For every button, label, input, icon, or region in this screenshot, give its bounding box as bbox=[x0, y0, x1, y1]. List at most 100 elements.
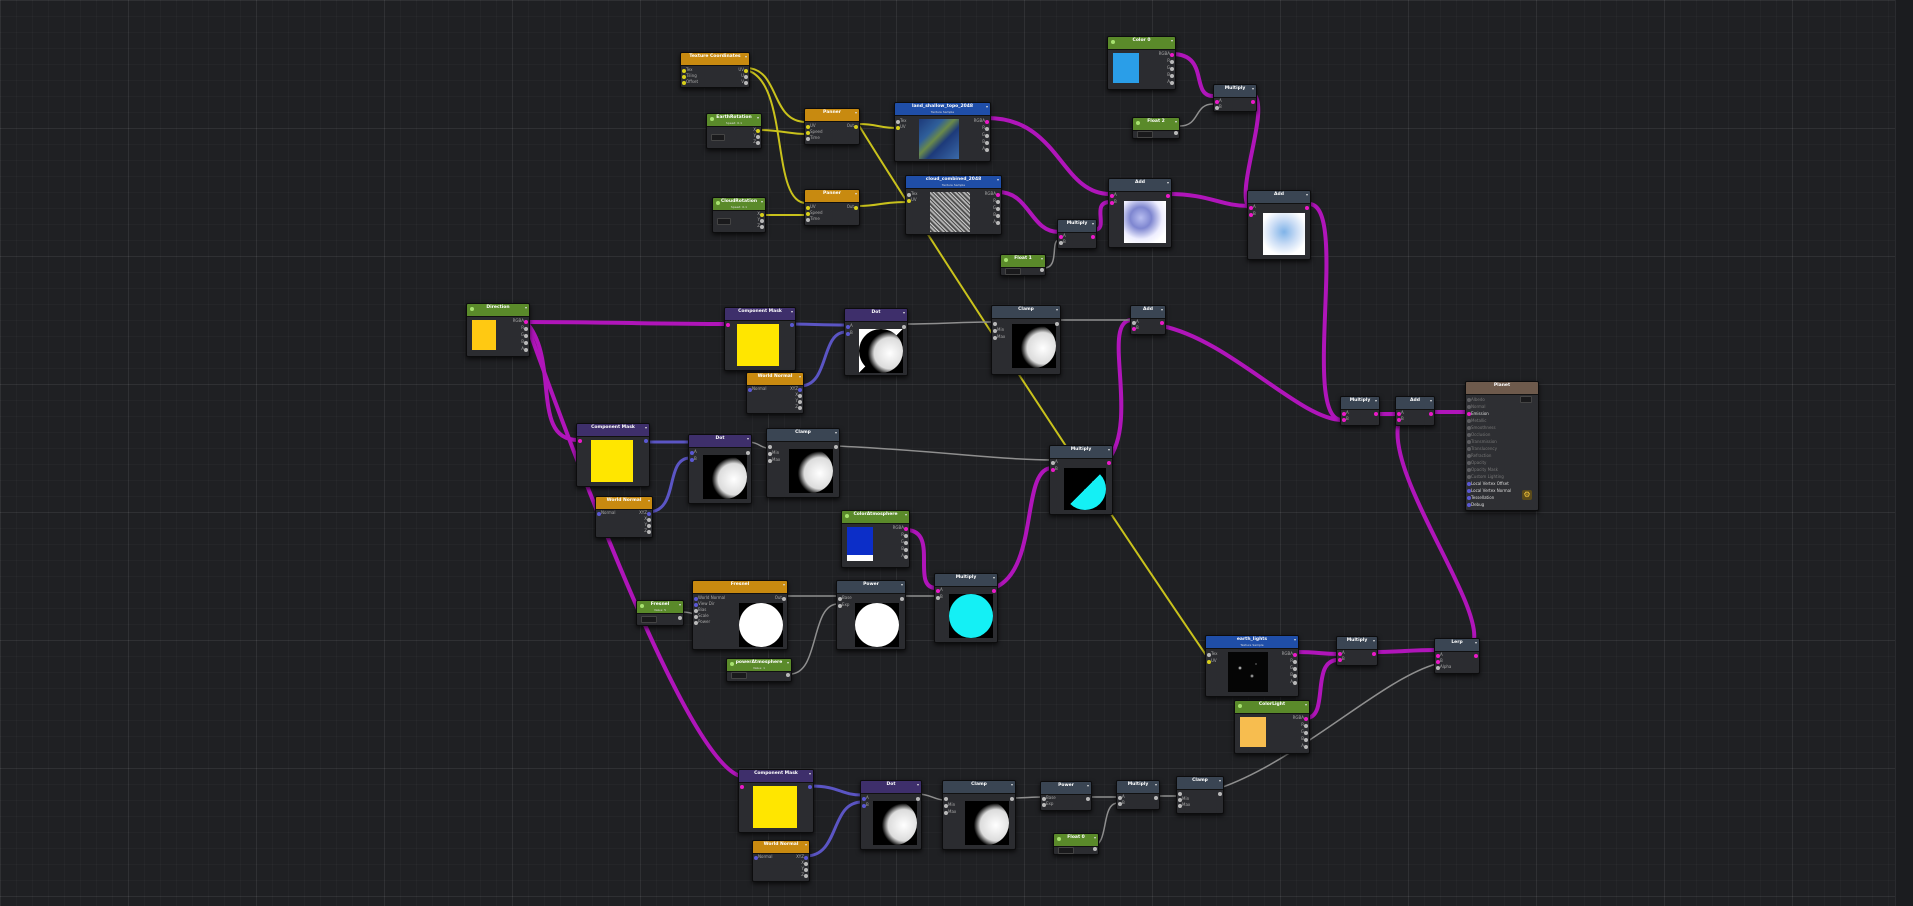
node-clamp-bottom[interactable]: Clamp▾ Min Max bbox=[1176, 776, 1224, 814]
value-field[interactable] bbox=[1137, 131, 1153, 138]
value-field[interactable] bbox=[1005, 268, 1021, 275]
node-dot-1[interactable]: Dot▾ A B bbox=[844, 308, 908, 376]
node-component-mask-2[interactable]: Component Mask▾ bbox=[576, 423, 650, 487]
chevron-down-icon[interactable]: ▾ bbox=[916, 782, 919, 787]
master-toggle[interactable] bbox=[1520, 396, 1532, 403]
master-input-pin[interactable] bbox=[1467, 426, 1471, 430]
node-clamp-1[interactable]: Clamp▾ Min Max bbox=[991, 305, 1061, 375]
node-add-cloud[interactable]: Add▾ A B bbox=[1108, 178, 1172, 248]
node-header[interactable]: Fresnel▾ bbox=[693, 581, 787, 594]
color-swatch[interactable] bbox=[1113, 53, 1139, 83]
color-swatch[interactable] bbox=[847, 527, 873, 561]
chevron-down-icon[interactable]: ▾ bbox=[1107, 447, 1110, 452]
node-header[interactable]: World Normal▾ bbox=[753, 841, 809, 854]
node-dot-2[interactable]: Dot▾ A B bbox=[688, 434, 752, 504]
node-header[interactable]: Multiply▾ bbox=[935, 574, 997, 587]
node-header[interactable]: Float 0▾ bbox=[1054, 834, 1098, 847]
chevron-down-icon[interactable]: ▾ bbox=[1374, 398, 1377, 403]
node-header[interactable]: Texture Coordinates▾ bbox=[681, 53, 749, 66]
node-header[interactable]: Dot▾ bbox=[845, 309, 907, 322]
node-color-light[interactable]: ColorLight▾ RGBA R G B A bbox=[1234, 700, 1310, 754]
node-header[interactable]: Multiply▾ bbox=[1058, 220, 1096, 233]
master-input-pin[interactable] bbox=[1467, 398, 1471, 402]
chevron-down-icon[interactable]: ▾ bbox=[992, 575, 995, 580]
node-header[interactable]: Planet bbox=[1466, 382, 1538, 395]
node-header[interactable]: Dot▾ bbox=[861, 781, 921, 794]
node-world-normal-3[interactable]: World Normal▾ Normal XYZ X Y Z bbox=[752, 840, 810, 882]
master-input-pin[interactable] bbox=[1467, 503, 1471, 507]
master-input-pin[interactable] bbox=[1467, 440, 1471, 444]
node-power-mid[interactable]: Power▾ Base Exp bbox=[836, 580, 906, 650]
node-header[interactable]: Multiply▾ bbox=[1341, 397, 1379, 410]
node-lerp[interactable]: Lerp▾ A B Alpha bbox=[1434, 638, 1480, 674]
node-panner-1[interactable]: Panner▾ UV Speed Time Out bbox=[804, 108, 860, 145]
node-dot-3[interactable]: Dot▾ A B bbox=[860, 780, 922, 850]
node-header[interactable]: Clamp▾ bbox=[992, 306, 1060, 319]
node-multiply-mid[interactable]: Multiply▾ A B bbox=[1049, 445, 1113, 515]
chevron-down-icon[interactable]: ▾ bbox=[1304, 702, 1307, 707]
chevron-down-icon[interactable]: ▾ bbox=[902, 310, 905, 315]
node-multiply-bottom[interactable]: Multiply▾ A B bbox=[1116, 780, 1160, 810]
node-header[interactable]: Clamp▾ bbox=[767, 429, 839, 442]
node-header[interactable]: ColorAtmosphere▾ bbox=[842, 511, 909, 524]
node-header[interactable]: Add▾ bbox=[1109, 179, 1171, 192]
node-color-atmosphere[interactable]: ColorAtmosphere▾ RGBA R G B A bbox=[841, 510, 910, 568]
node-header[interactable]: Component Mask▾ bbox=[577, 424, 649, 437]
node-header[interactable]: Clamp▾ bbox=[943, 781, 1015, 794]
settings-icon[interactable]: ⚙ bbox=[1522, 490, 1532, 500]
value-field[interactable] bbox=[711, 134, 725, 141]
chevron-down-icon[interactable]: ▾ bbox=[760, 199, 763, 204]
chevron-down-icon[interactable]: ▾ bbox=[1086, 783, 1089, 788]
master-input-pin[interactable] bbox=[1467, 405, 1471, 409]
chevron-down-icon[interactable]: ▾ bbox=[798, 374, 801, 379]
chevron-down-icon[interactable]: ▾ bbox=[804, 842, 807, 847]
value-field[interactable] bbox=[1058, 847, 1074, 854]
value-field[interactable] bbox=[641, 616, 657, 623]
chevron-down-icon[interactable]: ▾ bbox=[1160, 307, 1163, 312]
node-header[interactable]: Component Mask▾ bbox=[725, 308, 795, 321]
chevron-down-icon[interactable]: ▾ bbox=[904, 512, 907, 517]
node-header[interactable]: Multiply▾ bbox=[1117, 781, 1159, 794]
node-float-2[interactable]: Float 2▾ bbox=[1132, 117, 1180, 139]
node-component-mask-1[interactable]: Component Mask▾ bbox=[724, 307, 796, 371]
chevron-down-icon[interactable]: ▾ bbox=[756, 115, 759, 120]
chevron-down-icon[interactable]: ▾ bbox=[1091, 221, 1094, 226]
chevron-down-icon[interactable]: ▾ bbox=[1170, 38, 1173, 43]
node-world-normal-2[interactable]: World Normal▾ Normal XYZ X Y Z bbox=[595, 496, 653, 538]
master-input-pin[interactable] bbox=[1467, 475, 1471, 479]
node-header[interactable]: Direction▾ bbox=[467, 304, 529, 317]
chevron-down-icon[interactable]: ▾ bbox=[1166, 180, 1169, 185]
chevron-down-icon[interactable]: ▾ bbox=[1174, 119, 1177, 124]
node-multiply-cloud[interactable]: Multiply▾ A B bbox=[1057, 219, 1097, 249]
chevron-down-icon[interactable]: ▾ bbox=[808, 771, 811, 776]
node-clamp-3[interactable]: Clamp▾ Min Max bbox=[942, 780, 1016, 850]
chevron-down-icon[interactable]: ▾ bbox=[1429, 398, 1432, 403]
chevron-down-icon[interactable]: ▾ bbox=[1305, 192, 1308, 197]
color-swatch[interactable] bbox=[1240, 717, 1266, 747]
node-header[interactable]: Add▾ bbox=[1131, 306, 1165, 319]
node-clamp-2[interactable]: Clamp▾ Min Max bbox=[766, 428, 840, 498]
chevron-down-icon[interactable]: ▾ bbox=[746, 436, 749, 441]
node-add-final[interactable]: Add▾ A B bbox=[1395, 396, 1435, 426]
master-input-pin[interactable] bbox=[1467, 489, 1471, 493]
master-input-pin[interactable] bbox=[1467, 468, 1471, 472]
node-header[interactable]: ColorLight▾ bbox=[1235, 701, 1309, 714]
node-header[interactable]: Float 1▾ bbox=[1001, 255, 1045, 268]
chevron-down-icon[interactable]: ▾ bbox=[644, 425, 647, 430]
node-header[interactable]: Multiply▾ bbox=[1337, 637, 1377, 650]
master-input-pin[interactable] bbox=[1467, 461, 1471, 465]
node-multiply-atmosphere[interactable]: Multiply▾ A B bbox=[934, 573, 998, 643]
node-multiply-final[interactable]: Multiply▾ A B bbox=[1340, 396, 1380, 426]
chevron-down-icon[interactable]: ▾ bbox=[1055, 307, 1058, 312]
